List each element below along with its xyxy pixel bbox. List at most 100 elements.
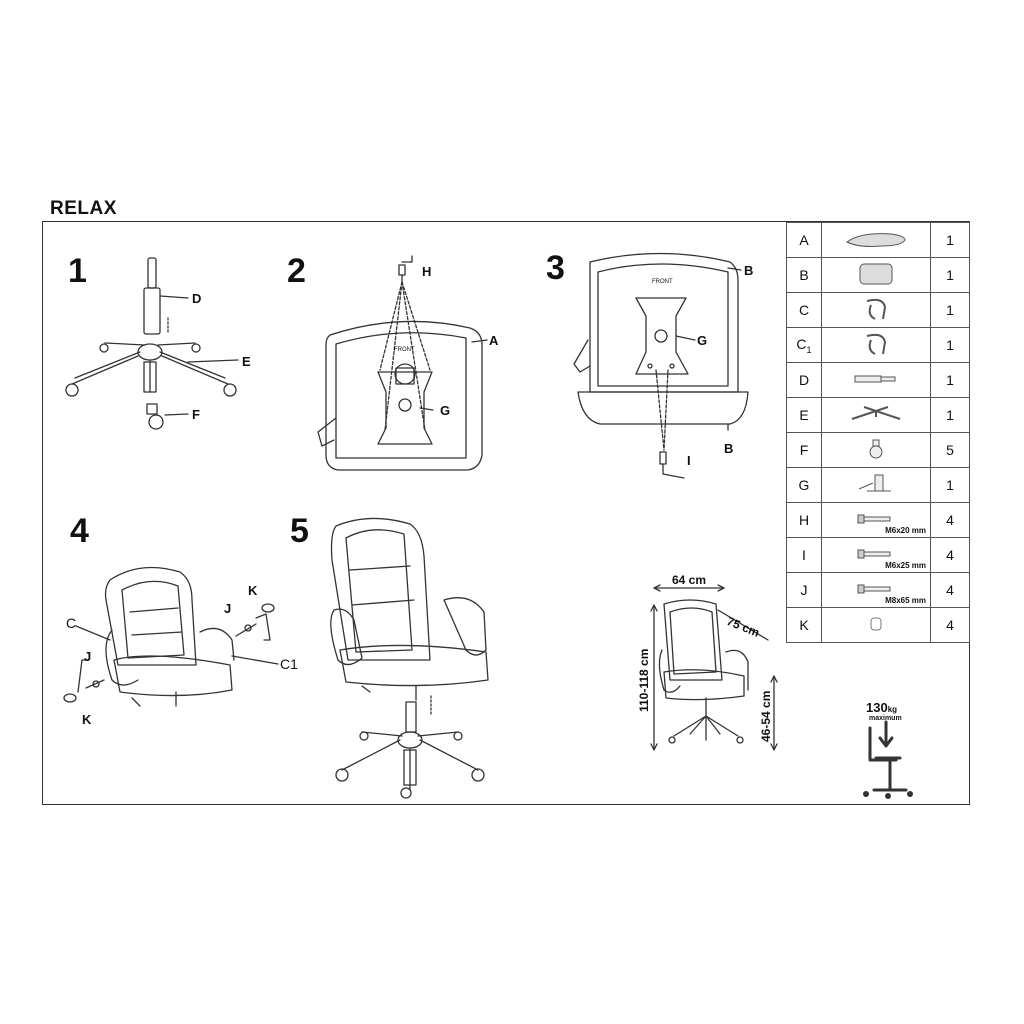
star-base-icon bbox=[846, 405, 906, 428]
cap-icon bbox=[868, 617, 884, 636]
part-quantity: 1 bbox=[930, 397, 970, 433]
part-picture-cell: M6x20 mm bbox=[821, 502, 931, 538]
part-letter: C bbox=[796, 335, 807, 352]
bolt-icon bbox=[856, 547, 896, 563]
step-4-label-c1: C1 bbox=[280, 656, 298, 672]
step-4-label-k-left: K bbox=[82, 712, 92, 727]
part-letter-cell: B bbox=[786, 257, 822, 293]
step-1-label-e: E bbox=[242, 354, 251, 369]
part-letter-cell: J bbox=[786, 572, 822, 608]
part-letter: H bbox=[798, 512, 810, 528]
part-letter: C bbox=[798, 302, 810, 318]
part-letter: B bbox=[799, 267, 809, 283]
step-2-label-a: A bbox=[489, 333, 499, 348]
step-3-plate-text: FRONT bbox=[652, 279, 673, 285]
max-weight-unit: kg bbox=[887, 705, 898, 714]
part-picture-cell bbox=[821, 327, 931, 363]
part-size-note: M6x25 mm bbox=[885, 561, 926, 570]
armrest-icon bbox=[861, 333, 891, 361]
height-dimension: 110-118 cm bbox=[637, 648, 651, 712]
step-3-illustration bbox=[573, 252, 749, 479]
seat-icon bbox=[841, 232, 911, 253]
part-quantity: 4 bbox=[930, 537, 970, 573]
part-letter: I bbox=[802, 547, 806, 563]
part-letter-cell: H bbox=[786, 502, 822, 538]
dimension-illustration bbox=[650, 584, 778, 751]
part-quantity: 1 bbox=[930, 292, 970, 328]
parts-row: I M6x25 mm 4 bbox=[786, 537, 970, 573]
step-3-label-b-bottom: B bbox=[724, 441, 734, 456]
part-quantity: 1 bbox=[930, 222, 970, 258]
step-3-label-b-top: B bbox=[744, 263, 754, 278]
part-picture-cell bbox=[821, 467, 931, 503]
part-letter-sub: 1 bbox=[806, 344, 812, 355]
step-4-illustration bbox=[63, 566, 279, 707]
caster-icon bbox=[864, 439, 888, 464]
backrest-icon bbox=[854, 263, 898, 290]
part-quantity: 1 bbox=[930, 362, 970, 398]
part-quantity: 5 bbox=[930, 432, 970, 468]
part-letter: A bbox=[799, 232, 809, 248]
step-3-label-g: G bbox=[697, 333, 708, 348]
part-quantity: 4 bbox=[930, 607, 970, 643]
part-letter-cell: C1 bbox=[786, 327, 822, 363]
step-4-number: 4 bbox=[70, 512, 89, 550]
step-1-illustration bbox=[65, 257, 239, 430]
step-2-plate-text: FRONT bbox=[394, 347, 415, 353]
step-2-label-g: G bbox=[440, 403, 451, 418]
product-title: RELAX bbox=[50, 198, 117, 219]
part-letter-cell: G bbox=[786, 467, 822, 503]
step-4-label-j-right: J bbox=[224, 601, 232, 616]
part-picture-cell bbox=[821, 292, 931, 328]
part-picture-cell: M6x25 mm bbox=[821, 537, 931, 573]
part-letter: F bbox=[799, 442, 809, 458]
mechanism-icon bbox=[853, 474, 899, 500]
part-letter-cell: F bbox=[786, 432, 822, 468]
part-picture-cell: M8x65 mm bbox=[821, 572, 931, 608]
max-weight: 130kg bbox=[866, 700, 897, 715]
armrest-icon bbox=[861, 298, 891, 326]
part-letter: K bbox=[799, 617, 809, 633]
max-weight-caption: maximum bbox=[869, 715, 902, 722]
part-letter: E bbox=[799, 407, 809, 423]
part-letter-cell: A bbox=[786, 222, 822, 258]
bolt-icon bbox=[856, 512, 896, 528]
width-dimension: 64 cm bbox=[672, 573, 707, 587]
step-4-label-c: C bbox=[66, 615, 77, 631]
step-5-number: 5 bbox=[290, 512, 309, 550]
part-letter: J bbox=[800, 582, 808, 598]
part-quantity: 1 bbox=[930, 327, 970, 363]
part-picture-cell bbox=[821, 607, 931, 643]
step-2-label-h: H bbox=[422, 264, 432, 279]
part-picture-cell bbox=[821, 362, 931, 398]
step-1-label-d: D bbox=[192, 291, 202, 306]
part-picture-cell bbox=[821, 257, 931, 293]
step-3-label-i: I bbox=[687, 453, 691, 468]
part-letter-cell: I bbox=[786, 537, 822, 573]
step-1-number: 1 bbox=[68, 252, 87, 290]
part-letter-cell: C bbox=[786, 292, 822, 328]
bolt-icon bbox=[856, 582, 896, 598]
step-4-label-j-left: J bbox=[84, 649, 92, 664]
part-picture-cell bbox=[821, 222, 931, 258]
part-letter-cell: D bbox=[786, 362, 822, 398]
part-size-note: M6x20 mm bbox=[885, 526, 926, 535]
gas-lift-icon bbox=[851, 372, 901, 388]
part-quantity: 4 bbox=[930, 572, 970, 608]
step-3-number: 3 bbox=[546, 249, 565, 287]
part-picture-cell bbox=[821, 432, 931, 468]
part-letter: D bbox=[798, 372, 810, 388]
step-5-illustration bbox=[330, 517, 489, 799]
